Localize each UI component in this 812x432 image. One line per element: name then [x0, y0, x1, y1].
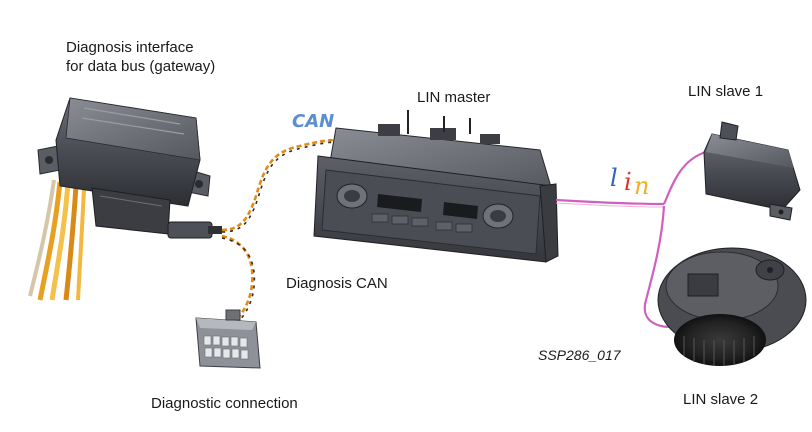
lin-master-unit	[313, 110, 559, 263]
gateway-wire-bundle	[28, 179, 86, 301]
can-bus-wires	[221, 138, 339, 321]
svg-text:i: i	[624, 168, 632, 196]
svg-text:l: l	[610, 164, 618, 192]
lin-slave-2-unit	[657, 247, 807, 366]
gateway-label-line-2: for data bus (gateway)	[66, 58, 216, 75]
diagnostic-connector	[195, 309, 261, 369]
figure-code-label: SSP286_017	[538, 347, 621, 363]
lin-slave-2-label: LIN slave 2	[683, 391, 759, 408]
lin-bus-wire	[555, 150, 707, 328]
lin-master-label: LIN master	[417, 89, 491, 106]
diagnosis-can-label: Diagnosis CAN	[286, 275, 388, 292]
can-logo: CAN	[292, 111, 334, 132]
svg-text:n: n	[634, 172, 649, 200]
gateway-label-line-1: Diagnosis interface	[66, 39, 194, 56]
diagnostic-connection-label: Diagnostic connection	[151, 395, 298, 412]
gateway-module	[28, 97, 222, 301]
lin-logo: l i n	[610, 164, 649, 200]
lin-slave-1-unit	[703, 121, 801, 221]
lin-slave-1-label: LIN slave 1	[688, 83, 764, 100]
